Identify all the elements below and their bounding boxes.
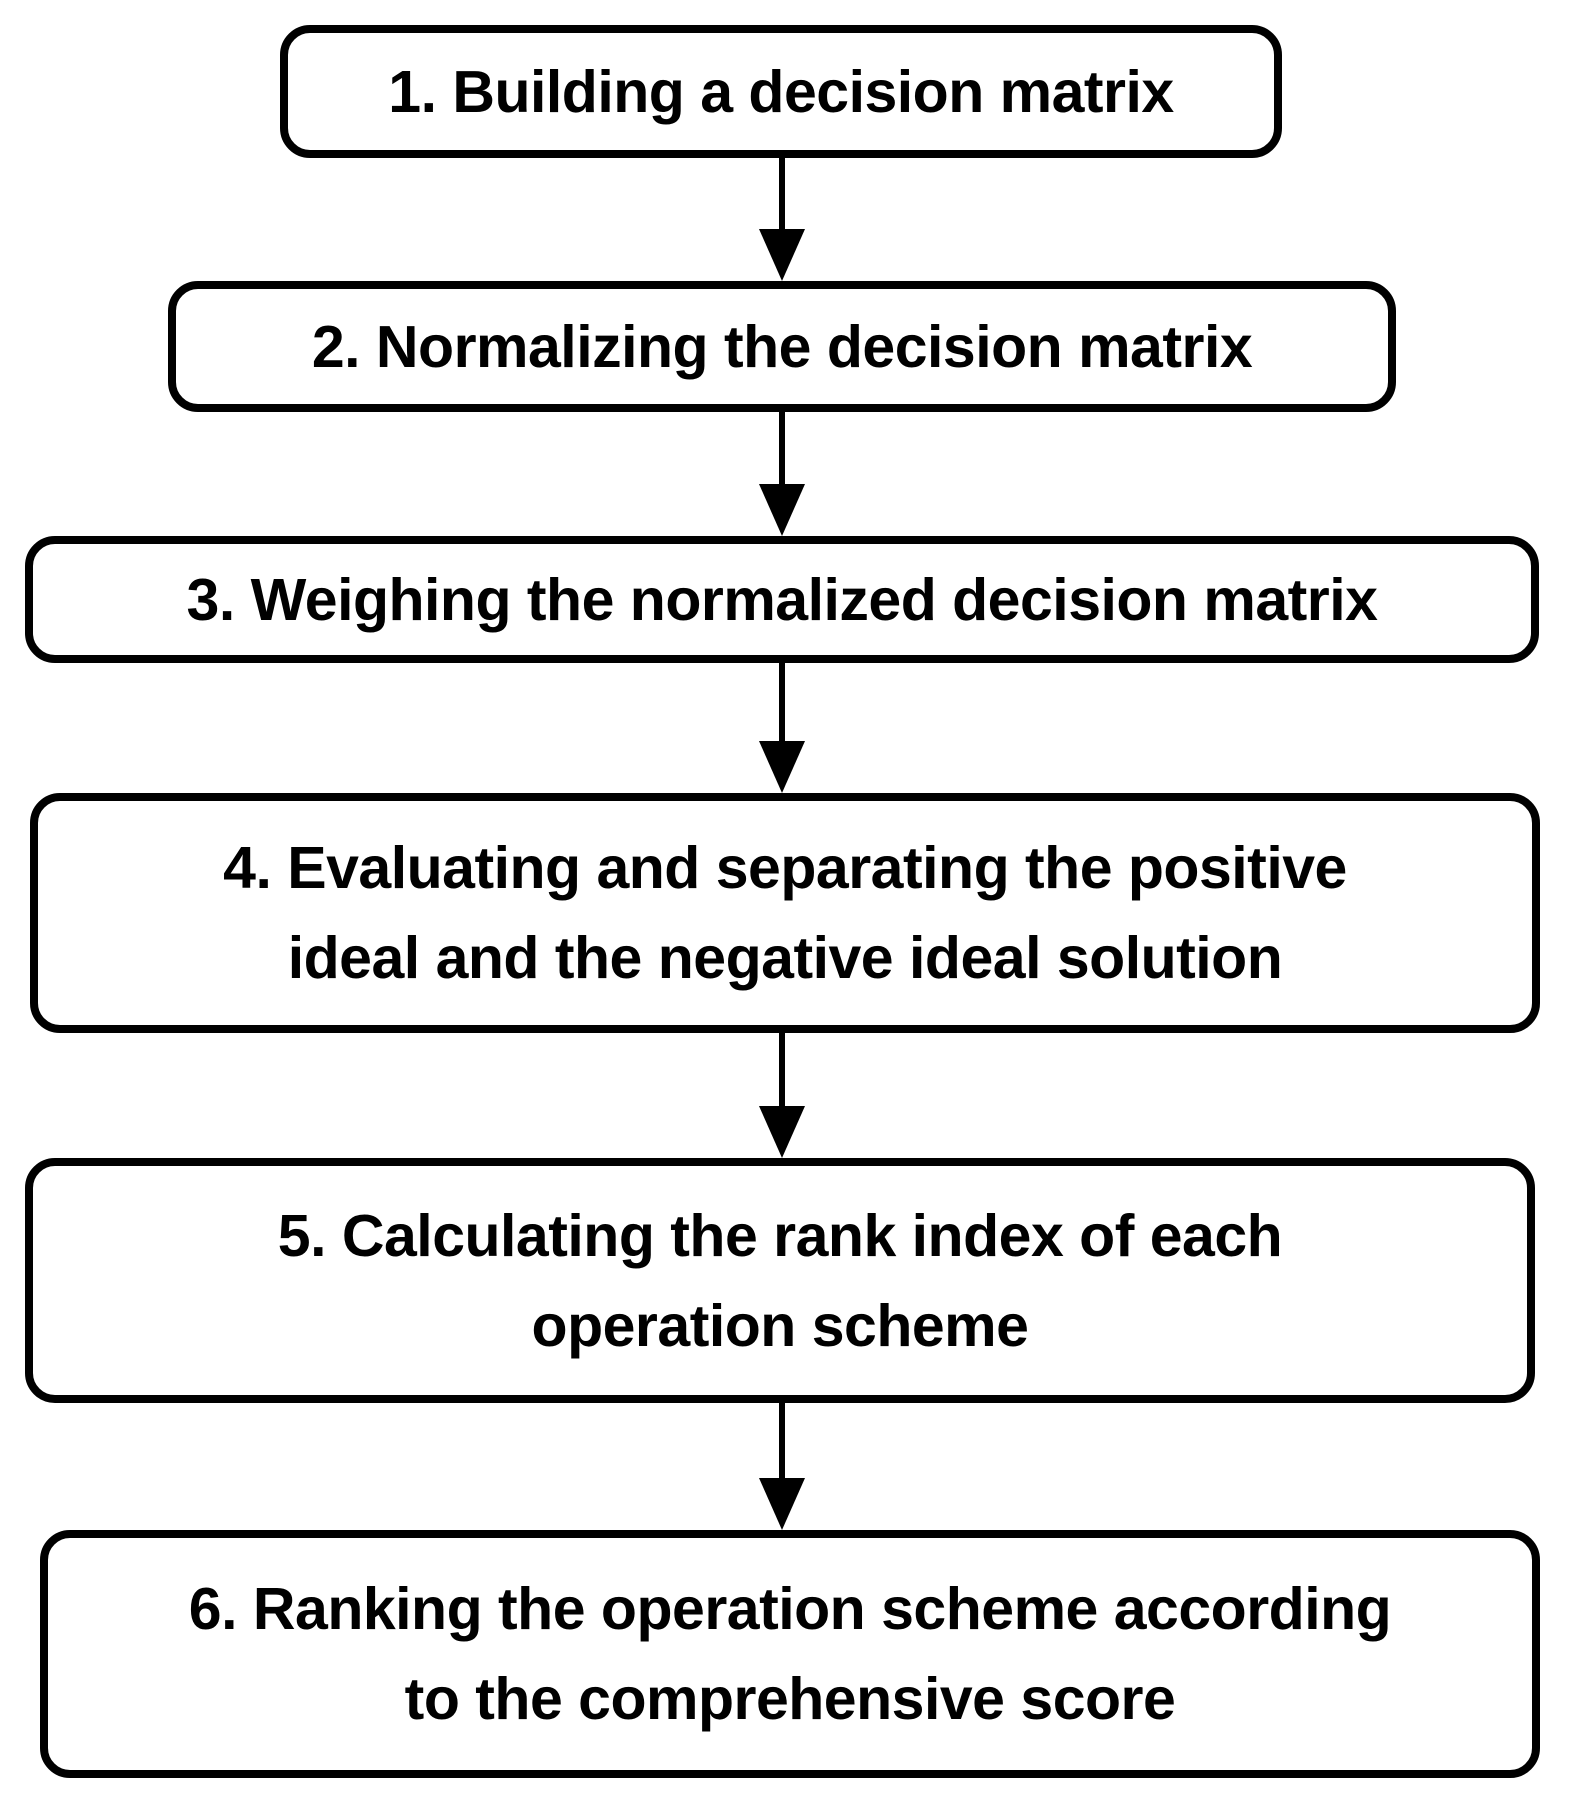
down-arrow-icon	[759, 1033, 805, 1158]
arrow-head-icon	[759, 1106, 805, 1158]
flow-step-6-box: 6. Ranking the operation scheme accordin…	[40, 1530, 1540, 1778]
arrow-line	[779, 663, 785, 753]
arrow-head-icon	[759, 741, 805, 793]
flow-step-3-label: 3. Weighing the normalized decision matr…	[186, 566, 1378, 633]
down-arrow-icon	[759, 663, 805, 793]
arrow-line	[779, 158, 785, 241]
flow-step-4-label-line-1: 4. Evaluating and separating the positiv…	[223, 835, 1347, 901]
flow-step-2-box: 2. Normalizing the decision matrix	[168, 281, 1396, 412]
flow-step-4-label-line-2: ideal and the negative ideal solution	[287, 925, 1283, 991]
arrow-head-icon	[759, 229, 805, 281]
flow-step-5-label-line-1: 5. Calculating the rank index of each	[277, 1202, 1283, 1269]
flow-step-2-label: 2. Normalizing the decision matrix	[311, 313, 1253, 380]
down-arrow-icon	[759, 158, 805, 281]
arrow-line	[779, 1033, 785, 1118]
down-arrow-icon	[759, 412, 805, 536]
arrow-line	[779, 412, 785, 496]
flow-step-5-box: 5. Calculating the rank index of each op…	[25, 1158, 1535, 1403]
flow-step-1-box: 1. Building a decision matrix	[280, 25, 1282, 158]
flow-step-3-box: 3. Weighing the normalized decision matr…	[25, 536, 1539, 663]
flow-step-6-label-line-1: 6. Ranking the operation scheme accordin…	[188, 1576, 1392, 1642]
flow-step-1-label: 1. Building a decision matrix	[388, 58, 1174, 125]
arrow-head-icon	[759, 1478, 805, 1530]
arrow-head-icon	[759, 484, 805, 536]
down-arrow-icon	[759, 1403, 805, 1530]
flow-step-6-label-line-2: to the comprehensive score	[404, 1666, 1176, 1732]
flow-step-5-label-line-2: operation scheme	[531, 1292, 1029, 1359]
flow-step-4-box: 4. Evaluating and separating the positiv…	[30, 793, 1540, 1033]
arrow-line	[779, 1403, 785, 1490]
